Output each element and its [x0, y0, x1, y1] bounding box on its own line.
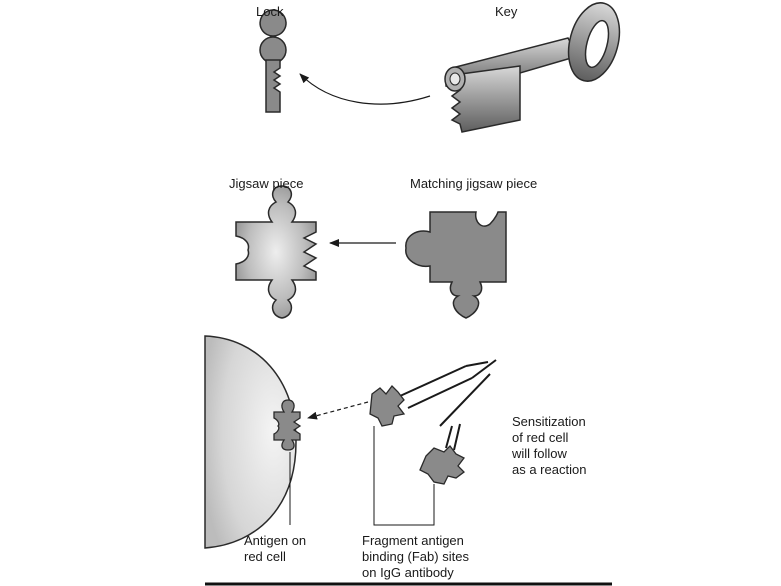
fab-pointer-bracket	[373, 426, 435, 526]
matching-jigsaw-piece-label: Matching jigsaw piece	[410, 176, 538, 191]
fab-label-line-1: Fragment antigen	[362, 533, 464, 548]
jigsaw-piece-shape	[235, 185, 318, 319]
sensitization-line-1: Sensitization	[512, 414, 586, 429]
fab-label-line-3: on IgG antibody	[362, 565, 454, 580]
matching-jigsaw-piece-shape	[405, 211, 507, 319]
fab-sites-label: Fragment antigen binding (Fab) sites on …	[362, 533, 469, 581]
antigen-label-line-2: red cell	[244, 549, 286, 564]
lock-label: Lock	[256, 4, 284, 19]
binding-dashed-arrow	[307, 401, 369, 420]
fab-site-lower-shape	[419, 445, 465, 485]
jigsaw-piece-label: Jigsaw piece	[229, 176, 304, 191]
antigen-shape	[273, 399, 302, 451]
key-to-lock-arrow	[299, 73, 431, 105]
igg-antibody-shape	[399, 359, 497, 451]
sensitization-line-3: will follow	[512, 446, 567, 461]
lock-icon	[259, 9, 287, 113]
key-icon	[444, 2, 621, 133]
sensitization-line-4: as a reaction	[512, 462, 587, 477]
sensitization-line-2: of red cell	[512, 430, 569, 445]
antigen-label-line-1: Antigen on	[244, 533, 307, 548]
sensitization-label: Sensitization of red cell will follow as…	[512, 414, 586, 478]
antigen-on-red-cell-label: Antigen on red cell	[244, 533, 306, 565]
fab-label-line-2: binding (Fab) sites	[362, 549, 469, 564]
key-label: Key	[495, 4, 518, 19]
red-cell-shape	[204, 335, 297, 549]
fab-site-upper-shape	[369, 385, 406, 427]
